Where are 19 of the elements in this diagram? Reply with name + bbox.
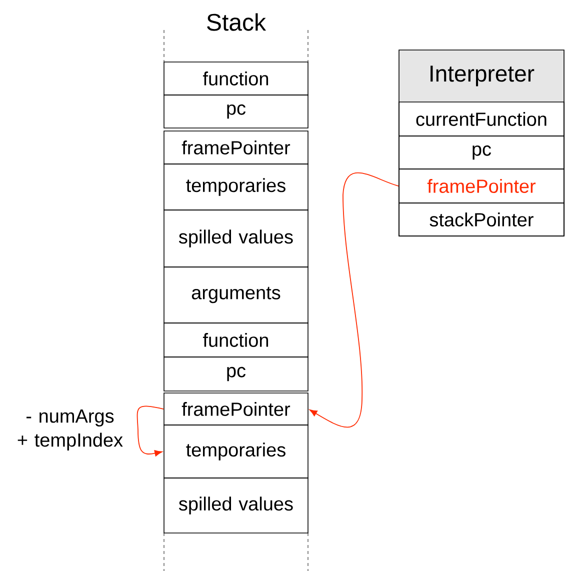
table-cell: framePointer (164, 392, 308, 426)
title: Stack (207, 13, 266, 31)
table-cell: stackPointer (398, 202, 564, 236)
arrow (136, 406, 164, 456)
table-cell: spilled values (164, 210, 308, 268)
table-cell: temporaries (164, 164, 308, 210)
arrow (309, 172, 400, 428)
table-cell: spilled values (164, 478, 308, 534)
table-cell: pc (164, 356, 308, 392)
table-cell: function (164, 322, 308, 358)
table-cell: arguments (164, 266, 308, 324)
edge-label: - numArgs + tempIndex (12, 408, 128, 452)
table-cell: framePointer (398, 168, 564, 204)
table-cell: temporaries (164, 424, 308, 478)
table-cell: function (164, 62, 308, 96)
table-cell: pc (398, 136, 564, 170)
table-cell: framePointer (164, 130, 308, 164)
table-cell: currentFunction (398, 102, 564, 136)
table-cell: pc (164, 94, 308, 128)
